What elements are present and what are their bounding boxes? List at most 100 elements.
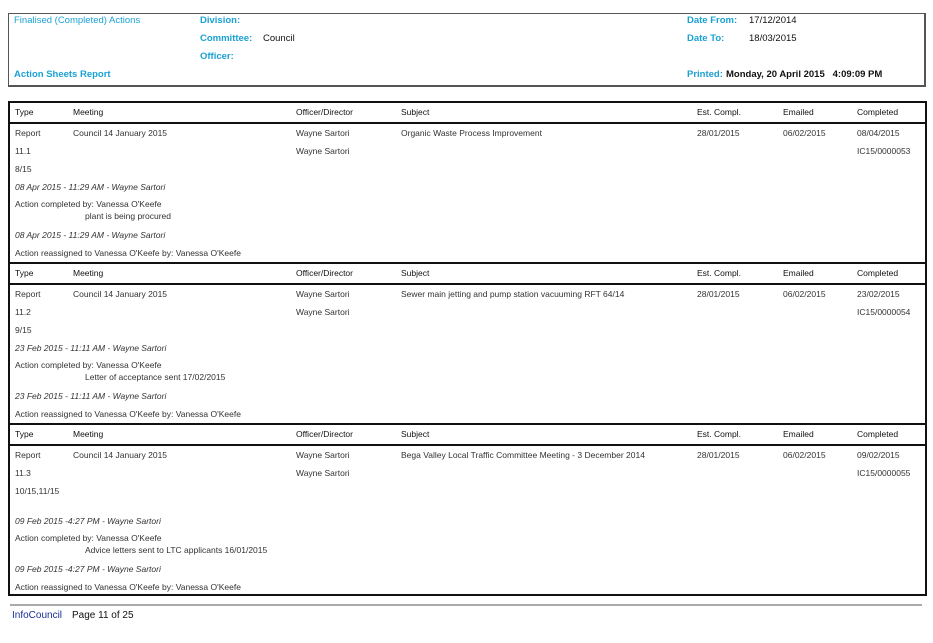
- meeting-cell: Council 14 January 2015: [73, 289, 168, 299]
- column-header: Completed: [857, 429, 899, 439]
- est-compl-cell: 28/01/2015: [697, 128, 740, 138]
- log-row: 09 Feb 2015 -4:27 PM - Wayne Sartori: [10, 560, 925, 578]
- log-row: Action completed by: Vanessa O'Keefe plan…: [10, 196, 925, 226]
- log-entry: 23 Feb 2015 - 11:11 AM - Wayne Sartori: [15, 391, 167, 401]
- report-name: Action Sheets Report: [14, 69, 111, 80]
- log-row: 09 Feb 2015 -4:27 PM - Wayne Sartori: [10, 512, 925, 530]
- est-compl-cell: 28/01/2015: [697, 450, 740, 460]
- column-header: Subject: [401, 268, 430, 278]
- committee-label: Committee:: [200, 33, 253, 44]
- completion-note: Letter of acceptance sent 17/02/2015: [85, 372, 226, 382]
- log-row: Action reassigned to Vanessa O'Keefe by:…: [10, 244, 925, 262]
- subject-cell: Sewer main jetting and pump station vacu…: [401, 289, 625, 299]
- action-section: Type Meeting Officer/Director Subject Est. C…: [10, 262, 925, 423]
- resolution-cell: 9/15: [15, 325, 32, 335]
- date-from-value: 17/12/2014: [749, 15, 797, 26]
- est-compl-cell: 28/01/2015: [697, 289, 740, 299]
- completion-note: Advice letters sent to LTC applicants 16…: [85, 545, 268, 555]
- log-row: 08 Apr 2015 - 11:29 AM - Wayne Sartori: [10, 226, 925, 244]
- column-header: Completed: [857, 268, 899, 278]
- column-header: Officer/Director: [296, 429, 353, 439]
- log-entry: 08 Apr 2015 - 11:29 AM - Wayne Sartori: [15, 230, 166, 240]
- item-number: 11.3: [15, 468, 31, 478]
- completion-note: plant is being procured: [85, 211, 172, 221]
- column-header: Type: [15, 429, 34, 439]
- resolution-cell: 8/15: [15, 164, 32, 174]
- report-header: Finalised (Completed) Actions Action She…: [8, 13, 926, 87]
- completed-by: Action completed by: Vanessa O'Keefe: [15, 199, 162, 209]
- meeting-cell: Council 14 January 2015: [73, 128, 168, 138]
- printed-value: Monday, 20 April 2015 4:09:09 PM: [726, 69, 883, 80]
- log-row: 23 Feb 2015 - 11:11 AM - Wayne Sartori: [10, 387, 925, 405]
- column-header: Emailed: [783, 107, 814, 117]
- column-header: Type: [15, 268, 34, 278]
- log-entry: 08 Apr 2015 - 11:29 AM - Wayne Sartori: [15, 182, 166, 192]
- table-row: 11.1 Wayne Sartori IC15/0000053: [10, 142, 925, 160]
- column-header: Meeting: [73, 429, 104, 439]
- table-row: Report Council 14 January 2015 Wayne Sarto…: [10, 285, 925, 303]
- date-from-label: Date From:: [687, 15, 738, 26]
- page-number: Page 11 of 25: [72, 610, 134, 621]
- completed-cell: 23/02/2015: [857, 289, 900, 299]
- completed-by: Action completed by: Vanessa O'Keefe: [15, 533, 162, 543]
- completed-by: Action completed by: Vanessa O'Keefe: [15, 360, 162, 370]
- table-row: 11.2 Wayne Sartori IC15/0000054: [10, 303, 925, 321]
- emailed-cell: 06/02/2015: [783, 289, 826, 299]
- log-row: Action reassigned to Vanessa O'Keefe by:…: [10, 578, 925, 596]
- table-row: 10/15,11/15: [10, 482, 925, 512]
- printed-label: Printed:: [687, 69, 723, 80]
- completed-cell: 09/02/2015: [857, 450, 900, 460]
- column-header: Emailed: [783, 429, 814, 439]
- subject-cell: Organic Waste Process Improvement: [401, 128, 542, 138]
- type-cell: Report: [15, 289, 41, 299]
- table-row: 11.3 Wayne Sartori IC15/0000055: [10, 464, 925, 482]
- division-label: Division:: [200, 15, 241, 26]
- officer-cell: Wayne Sartori: [296, 146, 350, 156]
- column-header: Meeting: [73, 107, 104, 117]
- column-header-row: Type Meeting Officer/Director Subject Est. C…: [10, 264, 925, 285]
- log-row: 23 Feb 2015 - 11:11 AM - Wayne Sartori: [10, 339, 925, 357]
- reference-cell: IC15/0000053: [857, 146, 911, 156]
- officer-cell: Wayne Sartori: [296, 289, 350, 299]
- column-header: Est. Compl.: [697, 268, 741, 278]
- reassigned-note: Action reassigned to Vanessa O'Keefe by:…: [15, 582, 241, 592]
- emailed-cell: 06/02/2015: [783, 128, 826, 138]
- reference-cell: IC15/0000054: [857, 307, 911, 317]
- report-type: Finalised (Completed) Actions: [14, 15, 141, 26]
- log-entry: 09 Feb 2015 -4:27 PM - Wayne Sartori: [15, 516, 161, 526]
- type-cell: Report: [15, 450, 41, 460]
- column-header: Officer/Director: [296, 107, 353, 117]
- subject-cell: Bega Valley Local Traffic Committee Meet…: [401, 450, 645, 460]
- column-header: Emailed: [783, 268, 814, 278]
- table-row: 8/15: [10, 160, 925, 178]
- log-entry: 23 Feb 2015 - 11:11 AM - Wayne Sartori: [15, 343, 167, 353]
- footer-brand: InfoCouncil: [12, 610, 63, 621]
- date-to-label: Date To:: [687, 33, 725, 44]
- type-cell: Report: [15, 128, 41, 138]
- log-row: 08 Apr 2015 - 11:29 AM - Wayne Sartori: [10, 178, 925, 196]
- item-number: 11.1: [15, 146, 31, 156]
- reassigned-note: Action reassigned to Vanessa O'Keefe by:…: [15, 248, 241, 258]
- column-header: Type: [15, 107, 34, 117]
- column-header: Officer/Director: [296, 268, 353, 278]
- column-header: Meeting: [73, 268, 104, 278]
- log-row: Action reassigned to Vanessa O'Keefe by:…: [10, 405, 925, 423]
- item-number: 11.2: [15, 307, 31, 317]
- column-header: Est. Compl.: [697, 107, 741, 117]
- column-header: Subject: [401, 429, 430, 439]
- officer-cell: Wayne Sartori: [296, 468, 350, 478]
- officer-cell: Wayne Sartori: [296, 307, 350, 317]
- reference-cell: IC15/0000055: [857, 468, 911, 478]
- meeting-cell: Council 14 January 2015: [73, 450, 168, 460]
- date-to-value: 18/03/2015: [749, 33, 797, 44]
- committee-value: Council: [263, 33, 295, 44]
- emailed-cell: 06/02/2015: [783, 450, 826, 460]
- completed-cell: 08/04/2015: [857, 128, 900, 138]
- column-header: Completed: [857, 107, 899, 117]
